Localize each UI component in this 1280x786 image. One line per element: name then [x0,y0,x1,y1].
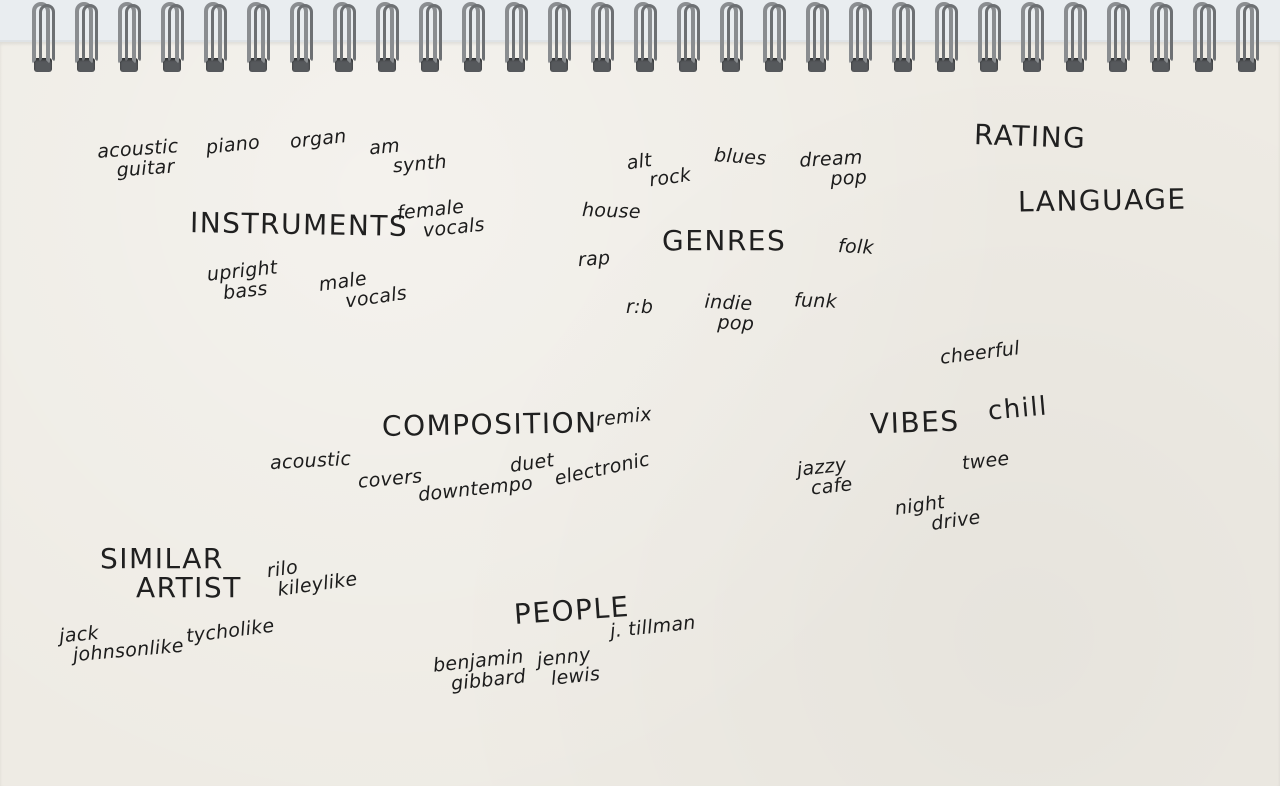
binding-ring [503,2,531,72]
note-indie-pop: indie pop [704,290,755,336]
note-acoustic: acoustic [269,447,352,475]
note-alt-rock: alt rock [625,149,693,192]
heading-composition: COMPOSITION [381,406,598,443]
heading-vibes: VIBES [869,404,961,441]
binding-ring [1191,2,1219,72]
heading-language: LANGUAGE [1017,182,1187,219]
binding-ring [1105,2,1133,72]
binding-ring [73,2,101,72]
sketchbook-paper [0,42,1280,786]
binding-ring [460,2,488,72]
binding-ring [761,2,789,72]
binding-ring [288,2,316,72]
note-upright-bass: upright bass [205,256,279,305]
binding-ring [159,2,187,72]
binding-ring [331,2,359,72]
binding-ring [675,2,703,72]
binding-ring [847,2,875,72]
heading-genres: GENRES [662,224,787,257]
binding-ring [632,2,660,72]
note-am-synth: am synth [368,134,448,178]
binding-ring [546,2,574,72]
binding-ring [1062,2,1090,72]
binding-ring [718,2,746,72]
binding-ring [417,2,445,72]
note-acoustic-guitar: acoustic guitar [96,135,180,182]
binding-ring [933,2,961,72]
binding-ring [890,2,918,72]
binding-ring [374,2,402,72]
note-dream-pop: dream pop [798,146,868,191]
binding-ring [116,2,144,72]
note-rap: rap [577,246,612,272]
note-jazzy-cafe: jazzy cafe [795,453,854,500]
spiral-binding [0,0,1280,80]
note-house: house [581,198,642,224]
note-blues: blues [713,144,768,170]
binding-ring [589,2,617,72]
heading-similar-artist: SIMILAR ARTIST [100,542,242,605]
note-rnb: r:b [626,296,654,318]
binding-ring [202,2,230,72]
binding-ring [1148,2,1176,72]
binding-ring [245,2,273,72]
binding-ring [1234,2,1262,72]
note-funk: funk [793,289,838,313]
binding-ring [804,2,832,72]
note-folk: folk [837,235,875,259]
note-jenny-lewis: jenny lewis [535,643,602,690]
heading-instruments: INSTRUMENTS [189,206,409,243]
binding-ring [1019,2,1047,72]
binding-ring [30,2,58,72]
heading-rating: RATING [973,118,1087,155]
binding-ring [976,2,1004,72]
note-chill: chill [986,391,1050,427]
